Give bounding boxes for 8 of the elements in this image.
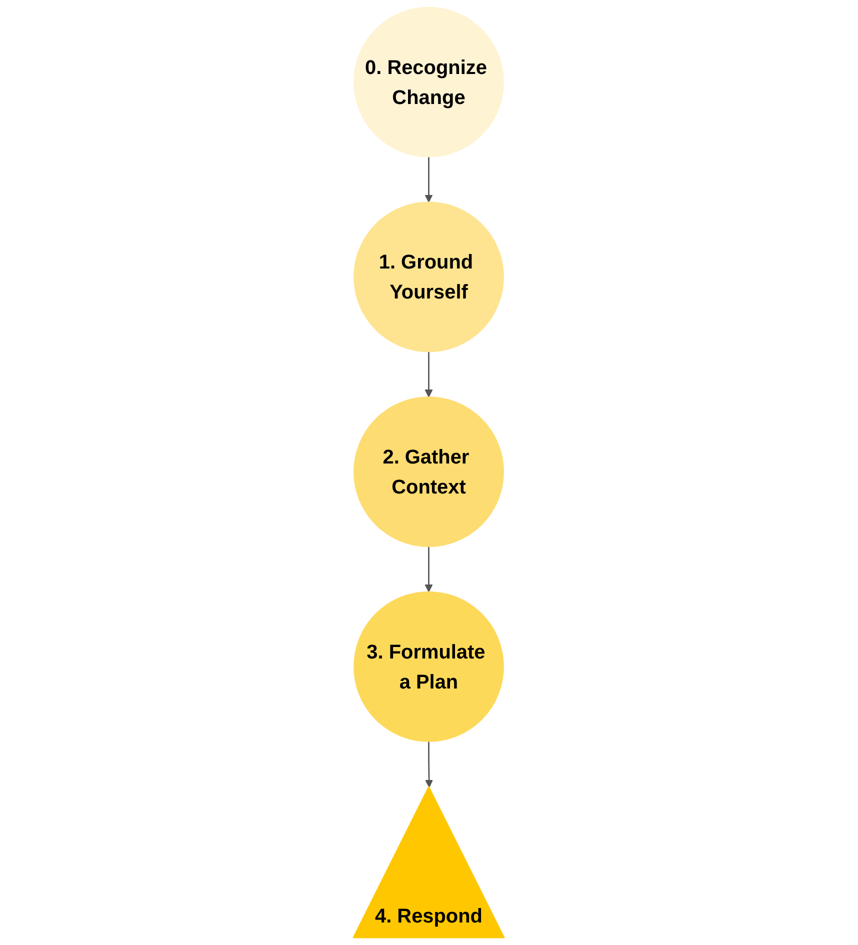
arrow <box>425 156 433 202</box>
arrow <box>425 352 433 398</box>
arrow <box>425 546 433 592</box>
node-circle: 0. Recognize Change <box>354 6 504 158</box>
node-circle: 2. Gather Context <box>354 396 504 547</box>
node-circle: 3. Formulate a Plan <box>354 591 504 742</box>
arrow <box>425 741 434 788</box>
node-circle: 1. Ground Yourself <box>354 202 504 352</box>
